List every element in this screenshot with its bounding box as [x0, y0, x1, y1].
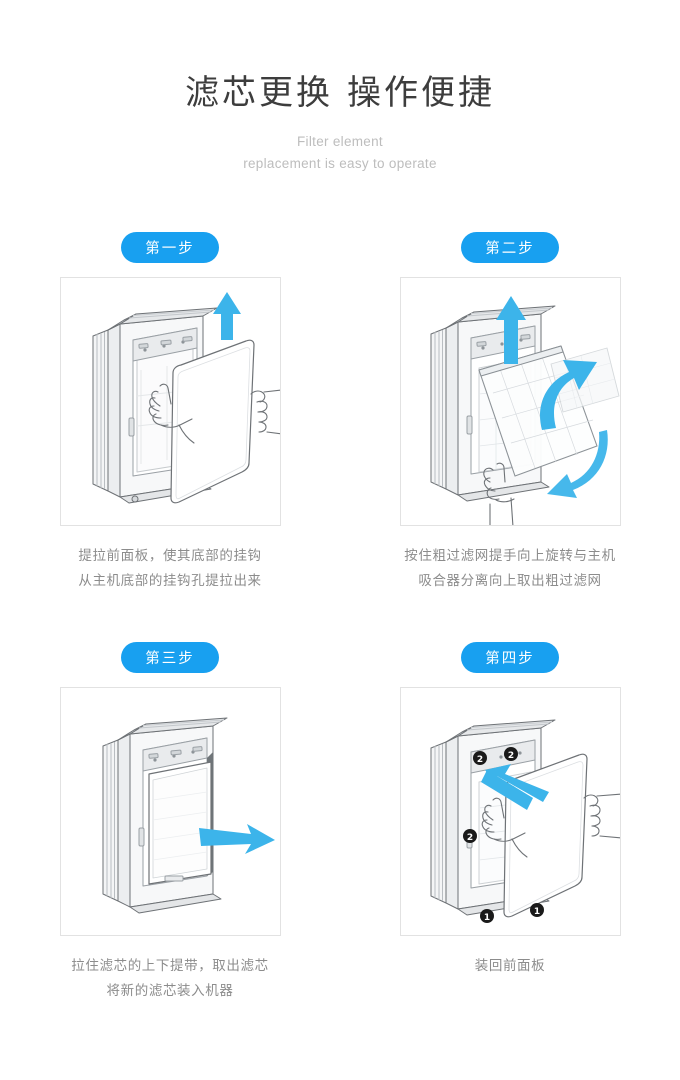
step-caption-2: 按住粗过滤网提手向上旋转与主机 吸合器分离向上取出粗过滤网: [404, 544, 616, 594]
step-card-3: 第三步: [0, 641, 340, 1004]
marker-2-side: 2: [462, 828, 477, 843]
step-illustration-frame-4: 2 2 2 1: [399, 686, 621, 936]
step-badge-3: 第三步: [121, 641, 219, 673]
page-title-part1: 滤芯更换: [185, 73, 333, 113]
right-arrow-icon: [198, 823, 275, 854]
illustration-pre-filter-removal: [401, 278, 620, 525]
step-caption-4-line1: 装回前面板: [474, 957, 546, 974]
svg-text:2: 2: [507, 751, 513, 761]
curved-up-arrow-icon: [539, 360, 597, 430]
up-arrow-icon: [212, 292, 241, 340]
step-caption-1-line1: 提拉前面板，使其底部的挂钩: [78, 548, 262, 564]
step-caption-1: 提拉前面板，使其底部的挂钩 从主机底部的挂钩孔提拉出来: [78, 544, 261, 594]
step-badge-4: 第四步: [461, 641, 559, 673]
page-subtitle: Filter element replacement is easy to op…: [0, 131, 680, 176]
marker-1-bottom-right: 1: [529, 902, 544, 917]
svg-text:1: 1: [533, 907, 539, 917]
page-title-part2: 操作便捷: [347, 73, 495, 113]
illustration-front-panel-removal: [61, 278, 280, 525]
page-title: 滤芯更换操作便捷: [0, 72, 680, 115]
illustration-front-panel-reinstall: 2 2 2 1: [401, 688, 620, 935]
step-caption-4: 装回前面板: [475, 954, 546, 979]
step-caption-3-line2: 将新的滤芯装入机器: [106, 982, 234, 999]
page-header: 滤芯更换操作便捷 Filter element replacement is e…: [0, 0, 680, 175]
step-caption-2-line2: 吸合器分离向上取出粗过滤网: [418, 572, 602, 589]
position-markers: 2 2 2 1: [462, 746, 544, 923]
steps-grid: 第一步: [0, 232, 680, 1004]
up-arrow-icon: [495, 296, 526, 364]
step-badge-2: 第二步: [461, 232, 559, 263]
step-caption-3: 拉住滤芯的上下提带，取出滤芯 将新的滤芯装入机器: [71, 954, 268, 1004]
step-illustration-frame-2: [399, 277, 621, 526]
step-caption-1-line2: 从主机底部的挂钩孔提拉出来: [78, 572, 262, 589]
marker-2-top-right: 2: [503, 746, 518, 761]
marker-1-bottom-left: 1: [479, 908, 494, 923]
page-subtitle-line2: replacement is easy to operate: [243, 155, 437, 171]
step-card-2: 第二步: [340, 232, 680, 594]
step-caption-2-line1: 按住粗过滤网提手向上旋转与主机: [404, 548, 616, 564]
step-illustration-frame-1: [59, 277, 281, 526]
svg-text:2: 2: [476, 755, 482, 765]
curved-swing-arrow-icon: [546, 430, 608, 498]
step-illustration-frame-3: [59, 686, 281, 936]
svg-text:2: 2: [466, 833, 472, 843]
diagonal-left-arrow-icon: [480, 763, 549, 810]
illustration-hepa-filter-pullout: [61, 688, 280, 935]
step-badge-1: 第一步: [121, 232, 219, 263]
step-card-4: 第四步: [340, 641, 680, 1004]
page-subtitle-line1: Filter element: [297, 133, 383, 149]
step-caption-3-line1: 拉住滤芯的上下提带，取出滤芯: [71, 957, 269, 974]
step-card-1: 第一步: [0, 232, 340, 594]
svg-text:1: 1: [483, 913, 489, 923]
marker-2-top-left: 2: [472, 750, 487, 765]
